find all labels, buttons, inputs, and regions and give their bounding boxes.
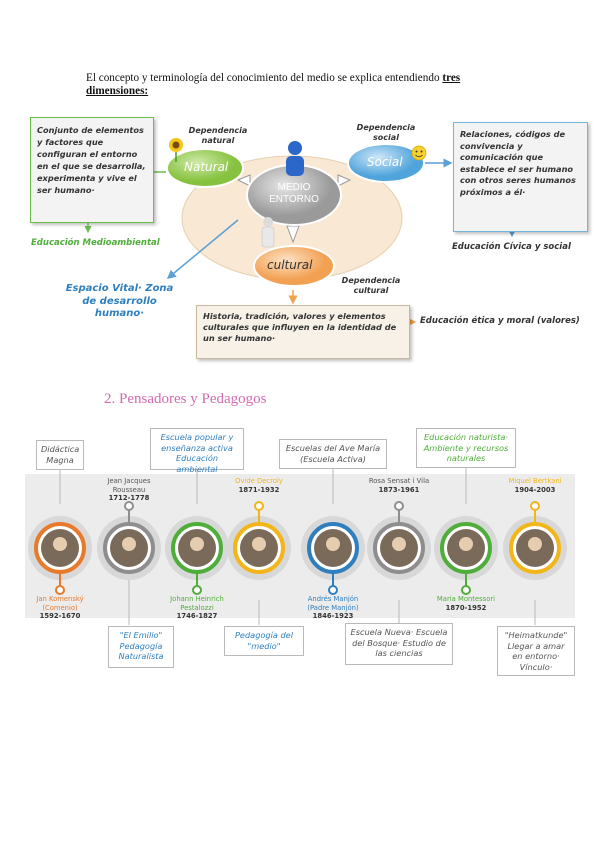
timeline-dot [394, 501, 404, 511]
person-name: Jean Jacques Rousseau [107, 477, 151, 494]
portrait-face [326, 537, 340, 551]
portrait-face [459, 537, 473, 551]
smiley-icon [411, 145, 427, 161]
social-definition-text: Relaciones, códigos de convivencia y com… [460, 129, 576, 197]
timeline-top-box: Escuelas del Ave María (Escuela Activa) [279, 439, 387, 469]
cultural-definition-box: Historia, tradición, valores y elementos… [196, 305, 410, 359]
person-name: Maria Montessori [436, 595, 496, 603]
person-icon [286, 141, 304, 176]
statue-icon [261, 217, 275, 248]
timeline-dot [328, 585, 338, 595]
natural-label: Natural [184, 160, 229, 174]
social-circle [347, 143, 425, 183]
dependencia-social-label: Dependencia social [356, 123, 416, 142]
cultural-circle [253, 245, 335, 287]
timeline-top-box: Educación naturista· Ambiente y recursos… [416, 428, 516, 468]
social-definition-box: Relaciones, códigos de convivencia y com… [453, 122, 588, 232]
cultural-label: cultural [267, 258, 313, 272]
person-name: Andrés Manjón (Padre Manjón) [307, 595, 359, 612]
person-name: Miquel Bertkani [508, 477, 562, 485]
educacion-civica: Educación Cívica y social [452, 242, 571, 252]
arrow-to-social [337, 174, 352, 187]
person-label: Jan Komenský (Comenio)1592-1670 [26, 595, 94, 621]
person-name: Ovide Decroly [235, 477, 283, 485]
arrow-to-natural [236, 174, 251, 187]
person-name: Johann Heinrich Pestalozzi [170, 595, 224, 612]
intro-bold: tres dimensiones: [86, 72, 461, 97]
timeline-dot [254, 501, 264, 511]
timeline-dot [55, 585, 65, 595]
arrow-to-cultural [286, 225, 300, 244]
person-years: 1712-1778 [108, 494, 150, 502]
timeline-top-box: Didáctica Magna [36, 440, 84, 470]
portrait-face [528, 537, 542, 551]
person-name: Jan Komenský (Comenio) [36, 595, 84, 612]
intro-paragraph: El concepto y terminología del conocimie… [86, 72, 506, 98]
natural-definition-box: Conjunto de elementos y factores que con… [30, 117, 154, 223]
medio-entorno-diagram [84, 138, 516, 326]
timeline-bottom-box: "Heimatkunde" Llegar a amar en entorno· … [497, 626, 575, 676]
dependencia-natural-label: Dependencia natural [188, 126, 248, 145]
portrait-face [392, 537, 406, 551]
intro-text: El concepto y terminología del conocimie… [86, 72, 443, 84]
timeline-bottom-box: Escuela Nueva· Escuela del Bosque· Estud… [345, 623, 453, 665]
espacio-vital: Espacio Vital· Zona de desarrollo humano… [65, 283, 174, 319]
person-years: 1592-1670 [39, 612, 81, 620]
center-label: MEDIO ENTORNO [269, 182, 319, 205]
timeline-bottom-box: "El Emilio" Pedagogía Naturalista [108, 626, 174, 668]
portrait-face [190, 537, 204, 551]
educacion-etica: Educación ética y moral (valores) [420, 316, 580, 326]
timeline-dot [530, 501, 540, 511]
person-label: Andrés Manjón (Padre Manjón)1846-1923 [299, 595, 367, 621]
timeline-graphic [28, 460, 567, 625]
section-title: 2. Pensadores y Pedagogos [104, 391, 267, 407]
educacion-medioambiental: Educación Medioambiental [31, 238, 160, 248]
person-years: 1904-2003 [514, 485, 556, 494]
person-years: 1846-1923 [312, 612, 354, 620]
person-years: 1873-1961 [378, 485, 420, 494]
natural-definition-text: Conjunto de elementos y factores que con… [37, 125, 146, 195]
portrait-face [122, 537, 136, 551]
person-years: 1870-1952 [445, 603, 487, 612]
portrait-face [53, 537, 67, 551]
timeline-dot [124, 501, 134, 511]
dependencia-cultural-label: Dependencia cultural [341, 276, 401, 295]
person-years: 1746-1827 [176, 612, 218, 620]
person-name: Rosa Sensat i Vila [368, 477, 430, 485]
timeline-top-box: Escuela popular y enseñanza activa Educa… [150, 428, 244, 474]
timeline-dot [192, 585, 202, 595]
social-label: Social [367, 155, 403, 169]
person-years: 1871-1932 [238, 485, 280, 494]
cultural-definition-text: Historia, tradición, valores y elementos… [203, 311, 397, 343]
timeline-bottom-box: Pedagogía del "medio" [224, 626, 304, 656]
timeline-dot [461, 585, 471, 595]
sunflower-icon [169, 138, 183, 162]
portrait-face [252, 537, 266, 551]
natural-circle [166, 148, 244, 188]
